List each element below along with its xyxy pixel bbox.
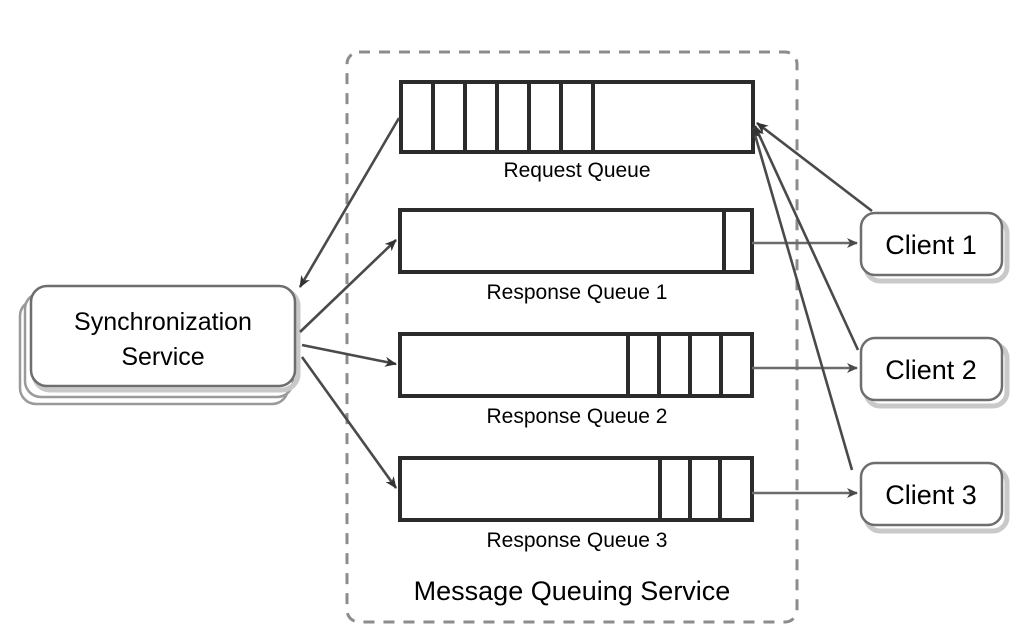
response-queue-2-label: Response Queue 2 (487, 405, 668, 428)
response-queue-2-cells (626, 334, 723, 396)
container-dashed-border (345, 50, 799, 624)
request-queue-box (399, 80, 755, 154)
client-2-box (859, 336, 1004, 402)
request-queue-label: Request Queue (503, 159, 650, 182)
arrow-service-to-response-queue-2 (301, 343, 397, 367)
client-1[interactable]: Client 1 (859, 211, 1010, 284)
service-label-line2: Service (121, 343, 204, 371)
request-queue-cells (431, 82, 595, 152)
response-queue-2: Response Queue 2 (398, 332, 754, 428)
response-queue-1-box (398, 208, 754, 274)
arrow-client-2-to-request-queue (753, 125, 860, 351)
response-queue-1: Response Queue 1 (398, 208, 754, 304)
response-queue-1-label: Response Queue 1 (487, 281, 668, 304)
response-queue-3-cells (658, 458, 722, 520)
client-3-label: Client 3 (885, 480, 977, 510)
service-label-line1: Synchronization (74, 308, 252, 336)
arrow-client-3-to-request-queue (751, 127, 854, 471)
response-queue-3-label: Response Queue 3 (487, 529, 668, 552)
client-2[interactable]: Client 2 (859, 336, 1010, 409)
arrow-client-1-to-request-queue (756, 121, 873, 213)
client-2-label: Client 2 (885, 355, 977, 385)
response-queue-3: Response Queue 3 (398, 456, 754, 552)
synchronization-service[interactable]: Synchronization Service (18, 284, 301, 406)
client-1-label: Client 1 (885, 230, 977, 260)
request-queue: Request Queue (399, 80, 755, 182)
arrow-service-to-response-queue-1 (299, 239, 397, 333)
client-3[interactable]: Client 3 (859, 461, 1010, 534)
message-queuing-service-container: Message Queuing Service (345, 50, 799, 624)
response-queue-2-box (398, 332, 754, 398)
client-1-box (859, 211, 1004, 277)
arrows-group (298, 117, 873, 498)
arrow-request-queue-to-service (298, 117, 401, 288)
response-queue-3-box (398, 456, 754, 522)
container-label: Message Queuing Service (414, 576, 731, 606)
arrow-service-to-response-queue-3 (300, 356, 398, 489)
client-3-box (859, 461, 1004, 527)
service-stack-layer-front (29, 284, 297, 388)
